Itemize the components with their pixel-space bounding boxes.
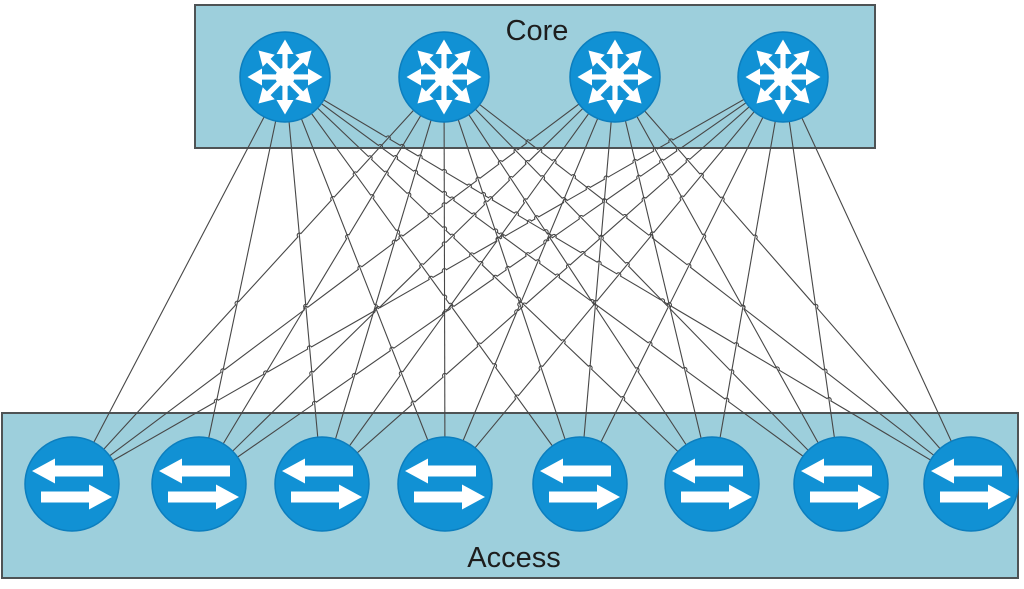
- link-core-1-access-5: [284, 76, 581, 485]
- core-layer-label: Core: [506, 15, 569, 47]
- link-core-4-access-3: [321, 76, 784, 485]
- access-switch-2: [151, 436, 247, 532]
- access-switch-4: [397, 436, 493, 532]
- core-router-3: [569, 31, 661, 123]
- link-core-3-access-1: [71, 76, 616, 485]
- link-core-4-access-2: [198, 76, 784, 485]
- link-core-3-access-6: [614, 76, 713, 485]
- link-core-3-access-4: [444, 76, 616, 485]
- link-core-3-access-5: [579, 76, 616, 485]
- core-router-4: [737, 31, 829, 123]
- link-core-3-access-2: [198, 76, 616, 485]
- link-core-1-access-3: [284, 76, 323, 485]
- access-switch-3: [274, 436, 370, 532]
- access-switch-7: [793, 436, 889, 532]
- core-router-2: [398, 31, 490, 123]
- link-core-3-access-7: [614, 76, 842, 485]
- link-core-1-access-2: [198, 76, 286, 485]
- link-core-4-access-7: [782, 76, 842, 485]
- link-core-4-access-5: [579, 76, 784, 485]
- access-switch-6: [664, 436, 760, 532]
- link-core-2-access-7: [443, 76, 842, 485]
- link-core-1-access-7: [284, 76, 842, 485]
- link-core-3-access-3: [321, 76, 616, 485]
- layer-links: [71, 76, 972, 485]
- access-switch-1: [24, 436, 120, 532]
- link-core-2-access-5: [443, 76, 581, 485]
- link-core-2-access-3: [321, 76, 445, 485]
- link-core-4-access-6: [711, 76, 784, 485]
- link-core-4-access-8: [782, 76, 972, 485]
- access-switch-5: [532, 436, 628, 532]
- link-core-3-access-8: [614, 76, 972, 485]
- link-core-2-access-6: [443, 76, 713, 485]
- link-core-1-access-1: [71, 76, 286, 485]
- link-core-2-access-4: [443, 76, 446, 485]
- link-core-4-access-4: [444, 76, 784, 485]
- access-switch-8: [923, 436, 1019, 532]
- link-core-4-access-1: [71, 76, 784, 485]
- access-layer-label: Access: [467, 542, 560, 574]
- core-router-1: [239, 31, 331, 123]
- link-core-2-access-1: [71, 76, 445, 485]
